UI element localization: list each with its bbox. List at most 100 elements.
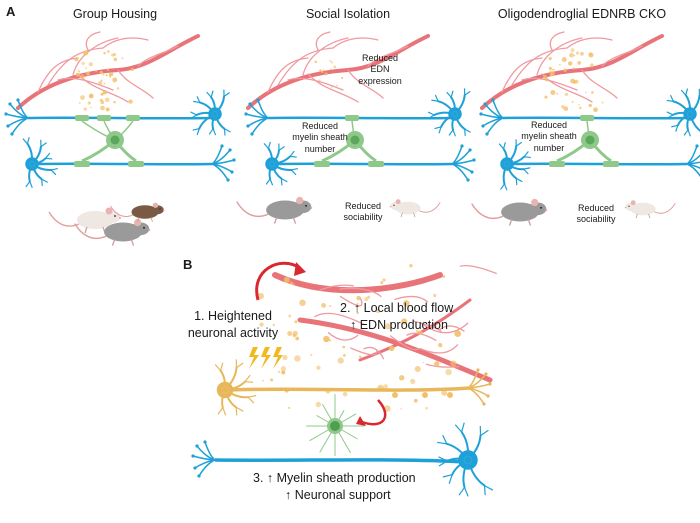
annotation-line: EDN [370,64,390,75]
axon-terminal-bouton [244,112,248,116]
edn-particle [549,73,553,77]
edn-particle [112,77,118,83]
edn-particle [109,75,112,78]
axon-terminal-branch [211,163,229,181]
edn-particle [294,320,298,324]
myelin-sheath [314,161,330,167]
axon-terminal-bouton [226,178,230,182]
mouse-eye [159,208,161,210]
panel-a-label: A [6,4,16,19]
blood-vessel-branch [315,31,331,51]
dendrite-branch [40,142,47,148]
edn-particle [434,325,437,328]
axon-terminal-branch [467,369,479,389]
blood-vessel-branch [438,325,465,332]
edn-particle [87,101,91,105]
blood-vessel-branch [72,37,119,76]
axon-terminal-bouton [476,368,480,372]
edn-particle [359,355,362,359]
dendrite-branch [680,89,687,96]
edn-particle [447,392,453,398]
mouse-eye [305,204,307,207]
axon-terminal-branch [467,387,485,405]
edn-particle [573,54,576,57]
blood-vessel-branch [566,37,613,49]
dendrite-branch [671,124,679,128]
step-line: 2. ↑ Local blood flow [340,301,454,315]
dendrite-branch [675,124,679,132]
edn-particle [277,370,281,374]
edn-particle [579,106,582,110]
dendrite-branch [235,406,244,412]
axon-terminal-branch [198,459,216,477]
activity-bolt-icon [261,347,271,369]
dendrite-branch [208,128,214,135]
axon-terminal-bouton [197,474,201,478]
blood-vessel-branch [363,346,385,360]
annotation-line: Reduced [301,121,339,131]
edn-particle [106,50,110,53]
neuron-nucleus [28,160,36,168]
edn-particle [79,74,85,80]
axon-terminal-bouton [695,144,699,148]
blood-vessel-branch [267,57,309,93]
mouse-gray [471,198,548,226]
column-title-group-housing: Group Housing [72,7,158,21]
dendrite-branch [448,474,453,484]
myelin-sheath [126,115,140,121]
blood-vessel-branch [339,287,382,298]
neuron-nucleus [211,110,219,118]
axon-terminal-branch [486,117,504,135]
edn-particle [415,329,419,333]
mouse-ear [105,207,113,215]
axon-terminal-bouton [8,102,12,106]
edn-particle [413,398,418,403]
dendrite-branch [502,142,506,150]
edn-particle [558,63,561,66]
edn-particle [548,57,552,60]
edn-particle [593,107,598,113]
edn-particle [314,60,318,64]
annotation-line: number [304,143,336,154]
mouse-nose [148,228,151,231]
axon-terminal-bouton [220,144,224,148]
edn-particle [318,79,321,82]
edn-particle [106,68,109,71]
edn-particle [388,345,395,352]
dendrite-branch [503,183,508,191]
edn-particle [570,78,576,84]
blood-vessel-main [16,34,200,110]
dendrite-branch [25,180,31,188]
edn-particle [588,103,592,108]
blood-vessel-branch [37,57,79,93]
mouse-body [77,211,113,229]
edn-particle [294,355,301,362]
blood-vessel-branch [327,331,359,341]
edn-particle [281,370,286,375]
axon-terminal-branch [257,99,269,119]
mouse-ear [531,198,539,207]
edn-particle [321,303,326,308]
edn-particle [103,82,106,85]
axon-top [267,116,453,120]
dendrite-branch [219,362,224,372]
edn-particle [422,361,425,364]
blood-vessel-branch [339,295,363,307]
mice-group-housing [48,202,165,246]
dendrite-branch [448,129,454,136]
mouse-body [630,202,656,216]
edn-particle [74,57,79,62]
edn-particle [382,278,386,282]
edn-particle [88,62,93,67]
blood-vessel-branch [347,69,384,99]
axon-terminal-bouton [228,148,232,152]
axon-terminal-bouton [468,148,472,152]
dendrite-branch [523,168,529,175]
edn-particle [322,69,325,72]
mouse-eye [540,206,542,209]
edn-particle [116,87,120,90]
neurons-social-isolation [244,88,476,186]
edn-particle [401,318,408,325]
oligodendrocyte-nucleus [330,421,340,431]
neuron-nucleus [686,110,694,118]
